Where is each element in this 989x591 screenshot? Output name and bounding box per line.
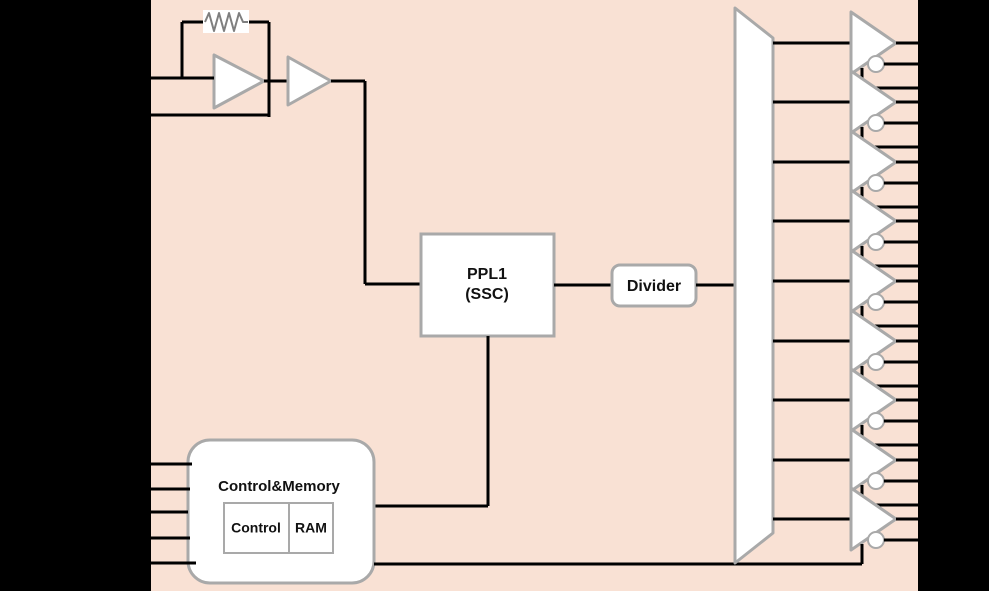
fanout-buffer-block[interactable] xyxy=(733,6,775,565)
output-buffer-9[interactable] xyxy=(773,486,989,564)
oscillator-amplifier-2-icon xyxy=(286,55,333,107)
buffer-5-inverting-bubble-icon xyxy=(867,293,885,311)
buffer-3-inverting-bubble-icon xyxy=(867,174,885,192)
output-buffer-4[interactable] xyxy=(773,188,989,268)
output-buffer-6[interactable] xyxy=(773,308,989,388)
divider-label: Divider xyxy=(627,278,681,295)
ram-subblock[interactable] xyxy=(288,502,334,554)
divider-block[interactable]: Divider xyxy=(610,263,698,308)
ram-label: RAM xyxy=(295,520,327,536)
control-pins-group xyxy=(150,462,196,565)
control-subblock[interactable] xyxy=(223,502,290,554)
buffer-4-inverting-bubble-icon xyxy=(867,233,885,251)
wire-pll-to-control xyxy=(374,336,490,508)
pll1-block[interactable]: PPL1 (SSC) xyxy=(419,232,556,338)
output-buffer-1[interactable] xyxy=(773,10,989,90)
wire-osc-to-pll xyxy=(331,79,421,286)
output-buffer-8[interactable] xyxy=(773,427,989,507)
oscillator-amplifier-1-icon xyxy=(212,53,266,110)
buffer-1-inverting-bubble-icon xyxy=(867,55,885,73)
control-label: Control xyxy=(231,520,281,536)
control-memory-label: Control&Memory xyxy=(218,478,340,495)
resistor-icon xyxy=(203,10,249,33)
buffer-9-inverting-bubble-icon xyxy=(867,531,885,549)
output-buffer-bank xyxy=(773,10,989,564)
control-memory-block[interactable]: Control&Memory Control RAM xyxy=(186,438,376,585)
oscillator-feedback-net xyxy=(180,20,271,117)
pll1-label-line2: (SSC) xyxy=(465,286,509,303)
output-buffer-7[interactable] xyxy=(773,367,989,447)
buffer-2-inverting-bubble-icon xyxy=(867,114,885,132)
pll1-label-line1: PPL1 xyxy=(467,266,507,283)
buffer-6-inverting-bubble-icon xyxy=(867,353,885,371)
buffer-7-inverting-bubble-icon xyxy=(867,412,885,430)
buffer-8-inverting-bubble-icon xyxy=(867,472,885,490)
output-buffer-5[interactable] xyxy=(773,248,989,328)
